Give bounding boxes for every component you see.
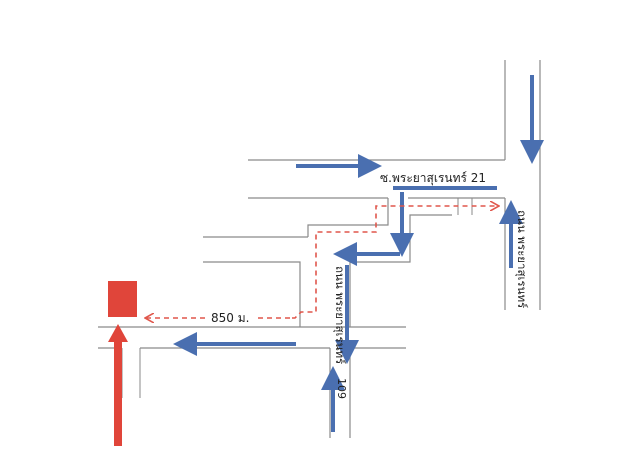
distance-label: 850 ม. <box>211 311 249 325</box>
route-path <box>292 206 498 319</box>
road-right-label: ถนน พระยาสุเรนทร์ <box>515 210 529 308</box>
start-arrow-icon <box>108 324 128 446</box>
soi-label: ซ.พระยาสุเรนทร์ 21 <box>380 171 486 186</box>
road-middle-left-edge <box>203 261 301 327</box>
road-middle-step-left <box>307 198 389 237</box>
road-middle-right-edge <box>349 214 452 327</box>
road-109-label: 109 <box>335 378 348 399</box>
road-middle-label: ถนน พระยาสุเรนทร์ <box>333 266 347 364</box>
destination-marker <box>108 281 137 317</box>
road-network <box>98 60 541 438</box>
traffic-directions <box>173 75 544 432</box>
